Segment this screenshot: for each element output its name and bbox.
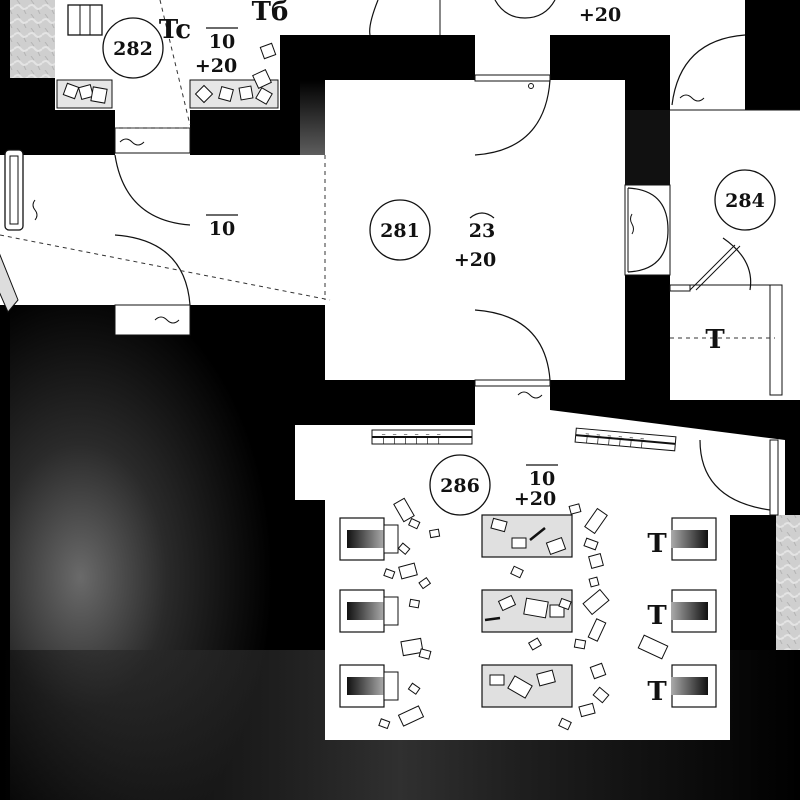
doorway-northeast[interactable] xyxy=(671,34,746,106)
bed-icon xyxy=(671,517,717,561)
north-door-passage xyxy=(475,0,550,80)
svg-text:⍑ ⍑ ⍑ ⍑ ⍑ ⍑: ⍑ ⍑ ⍑ ⍑ ⍑ ⍑ xyxy=(380,433,443,447)
stone-strip xyxy=(10,0,55,78)
bed-icon xyxy=(671,664,717,708)
doorway-281-east[interactable] xyxy=(624,184,671,276)
north-hall-floor-right xyxy=(550,0,745,35)
bed-icon xyxy=(339,517,399,561)
doorway-west-corridor[interactable] xyxy=(114,234,191,336)
debris-icon xyxy=(378,497,669,731)
room-number-281: 281 xyxy=(380,220,420,242)
room-marker xyxy=(369,199,431,261)
room-number-284: 284 xyxy=(725,190,765,212)
weapon-rack-icon: ⍑ ⍑ ⍑ ⍑ ⍑ ⍑ xyxy=(574,427,677,452)
trap-marker[interactable]: Tc xyxy=(159,15,191,45)
room-number-282: 282 xyxy=(113,38,153,60)
table-icon xyxy=(481,664,573,708)
room-marker xyxy=(102,17,164,79)
trap-marker[interactable]: T xyxy=(647,529,667,559)
northeast-nook xyxy=(670,35,745,110)
table-icon xyxy=(481,589,573,633)
wall-shadow xyxy=(625,110,670,185)
doorway-282-south[interactable] xyxy=(114,127,191,226)
trap-marker[interactable]: Tб xyxy=(252,0,289,27)
doorway-281-north[interactable] xyxy=(474,74,551,156)
table-icon xyxy=(481,514,573,558)
ceiling-height-label: 10 xyxy=(529,468,555,490)
ceiling-height-label: 10 xyxy=(209,218,235,240)
north-hall-floor xyxy=(280,0,475,35)
trap-marker[interactable]: T xyxy=(705,325,725,355)
doorway-281-south[interactable] xyxy=(474,309,551,399)
corridor-west-pillar xyxy=(0,149,38,313)
bed-icon xyxy=(339,589,399,633)
west-corridor-floor xyxy=(0,155,330,305)
stone-strip-east xyxy=(776,515,800,650)
weapon-rack-icon: ⍑ ⍑ ⍑ ⍑ ⍑ ⍑ xyxy=(371,429,473,447)
elevation-label: +20 xyxy=(454,249,496,271)
room-number-286: 286 xyxy=(440,475,480,497)
rubble-icon xyxy=(189,42,279,109)
doorway-north[interactable] xyxy=(369,0,556,36)
trap-marker[interactable]: T xyxy=(647,677,667,707)
bed-icon xyxy=(339,664,399,708)
svg-text:⍑ ⍑ ⍑ ⍑ ⍑ ⍑: ⍑ ⍑ ⍑ ⍑ ⍑ ⍑ xyxy=(583,432,647,451)
wall-shadow xyxy=(300,80,325,155)
trap-marker[interactable]: T xyxy=(647,601,667,631)
bed-icon xyxy=(671,589,717,633)
room-marker xyxy=(714,169,776,231)
elevation-label: +20 xyxy=(514,488,556,510)
elevation-label: +20 xyxy=(195,55,237,77)
ceiling-height-label: 10 xyxy=(209,31,235,53)
ceiling-height-label: 23 xyxy=(469,220,495,242)
rubble-icon xyxy=(56,79,113,109)
elevation-label: +20 xyxy=(579,4,621,26)
ladder-icon[interactable] xyxy=(67,4,103,36)
room-marker xyxy=(429,454,491,516)
